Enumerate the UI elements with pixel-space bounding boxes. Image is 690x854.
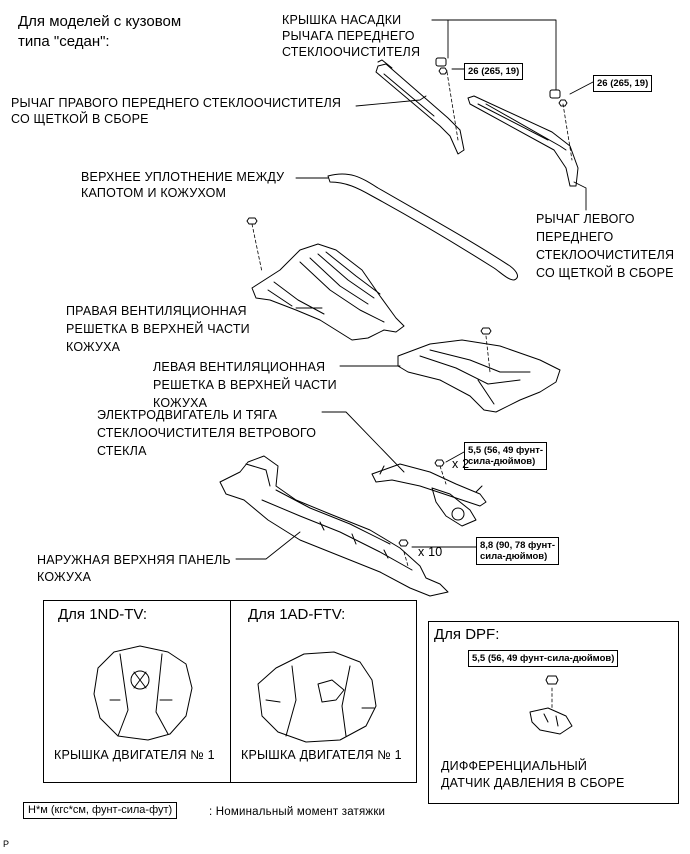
engine-cover-caption-left: КРЫШКА ДВИГАТЕЛЯ № 1 <box>54 748 215 762</box>
torque-spec-panel: 8,8 (90, 78 фунт- сила-дюймов) <box>476 537 560 565</box>
engine-cover-caption-right: КРЫШКА ДВИГАТЕЛЯ № 1 <box>241 748 402 762</box>
leader-torque-3 <box>445 451 465 463</box>
screw-left-louver <box>480 327 492 335</box>
label-wiper-motor: ЭЛЕКТРОДВИГАТЕЛЬ И ТЯГА СТЕКЛООЧИСТИТЕЛЯ… <box>97 408 317 458</box>
arm-caps-and-nuts <box>435 57 568 107</box>
torque-spec-sensor: 5,5 (56, 49 фунт-сила-дюймов) <box>468 650 619 667</box>
torque-spec-left-arm: 26 (265, 19) <box>593 75 653 92</box>
leader-torque-2 <box>569 81 594 95</box>
right-louver-part <box>251 243 405 341</box>
engine-cover-1ad-ftv-image <box>257 651 377 743</box>
dpf-title: Для DPF: <box>434 626 500 643</box>
label-hood-seal: ВЕРХНЕЕ УПЛОТНЕНИЕ МЕЖДУ КАПОТОМ И КОЖУХ… <box>81 170 285 200</box>
bolt-motor <box>434 459 445 467</box>
pressure-sensor-image <box>529 675 573 735</box>
label-cowl-panel: НАРУЖНАЯ ВЕРХНЯЯ ПАНЕЛЬ КОЖУХА <box>37 553 231 584</box>
label-right-louver: ПРАВАЯ ВЕНТИЛЯЦИОННАЯ РЕШЕТКА В ВЕРХНЕЙ … <box>66 304 250 354</box>
torque-spec-right-arm: 26 (265, 19) <box>464 63 524 80</box>
right-wiper-arm <box>375 59 465 155</box>
leader-panel <box>235 531 301 560</box>
sedan-models-header: Для моделей с кузовом типа "седан": <box>18 13 182 50</box>
label-right-wiper-arm: РЫЧАГ ПРАВОГО ПЕРЕДНЕГО СТЕКЛООЧИСТИТЕЛЯ… <box>11 96 342 126</box>
leader-cap-right <box>431 19 557 91</box>
screw-right-louver <box>246 217 258 225</box>
label-left-wiper-arm: РЫЧАГ ЛЕВОГО ПЕРЕДНЕГО СТЕКЛООЧИСТИТЕЛЯ … <box>536 212 675 280</box>
leader-cap-left <box>431 19 449 59</box>
wiper-motor-link-part <box>371 463 487 527</box>
hood-seal <box>327 173 518 281</box>
footer-code: P <box>3 839 10 849</box>
dashed-guides <box>251 71 573 709</box>
torque-spec-motor: 5,5 (56, 49 фунт- сила-дюймов) <box>464 442 548 470</box>
left-louver-part <box>397 339 561 413</box>
cowl-panel-part <box>219 455 449 597</box>
engine-1ad-ftv-title: Для 1AD-FTV: <box>248 606 346 623</box>
engine-1nd-tv-title: Для 1ND-TV: <box>58 606 147 623</box>
quantity-panel-bolts: x 10 <box>418 545 443 559</box>
label-wiper-arm-cap: КРЫШКА НАСАДКИ РЫЧАГА ПЕРЕДНЕГО СТЕКЛООЧ… <box>282 13 421 59</box>
leader-left-arm <box>573 181 587 211</box>
dpf-box <box>428 621 679 804</box>
leader-lines <box>235 19 594 560</box>
quantity-motor-bolts: x 2 <box>452 457 470 471</box>
label-left-louver: ЛЕВАЯ ВЕНТИЛЯЦИОННАЯ РЕШЕТКА В ВЕРХНЕЙ Ч… <box>153 360 337 410</box>
legend-unit-box: Н*м (кгс*см, фунт-сила-фут) <box>23 802 178 819</box>
leader-motor <box>321 411 405 473</box>
legend-text: : Номинальный момент затяжки <box>209 806 386 818</box>
bolt-panel <box>398 539 409 547</box>
engine-cover-divider <box>230 600 231 782</box>
left-wiper-arm <box>467 95 579 187</box>
dpf-sensor-caption: ДИФФЕРЕНЦИАЛЬНЫЙ ДАТЧИК ДАВЛЕНИЯ В СБОРЕ <box>441 759 625 790</box>
engine-cover-1nd-tv-image <box>93 645 193 741</box>
